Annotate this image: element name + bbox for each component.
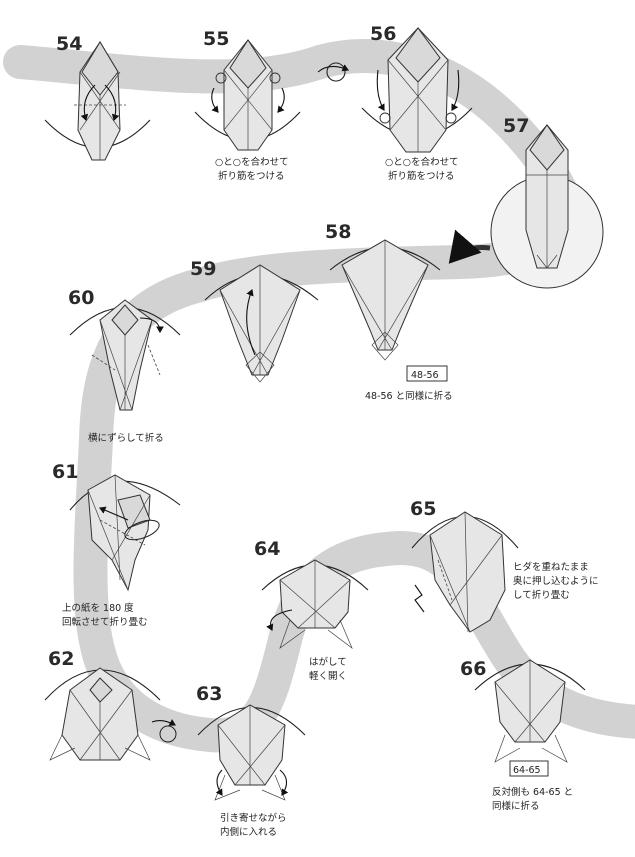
step-number-62: 62	[48, 648, 74, 670]
step-59	[204, 264, 319, 383]
note-61-line2: 回転させて折り畳む	[62, 616, 148, 628]
ref-box-66-label: 64-65	[513, 765, 541, 776]
rotate-icon-2	[151, 719, 177, 743]
ref-box-58-label: 48-56	[411, 370, 439, 381]
note-56-line2: 折り筋をつける	[388, 170, 455, 182]
note-56-line1: ○と○を合わせて	[385, 156, 459, 168]
step-number-64: 64	[254, 538, 280, 560]
step-number-56: 56	[370, 23, 396, 45]
step-number-66: 66	[460, 658, 486, 680]
step-number-57: 57	[503, 115, 529, 137]
step-61	[69, 474, 181, 592]
step-number-58: 58	[325, 221, 351, 243]
note-64-line2: 軽く開く	[309, 671, 347, 682]
step-number-59: 59	[190, 258, 216, 280]
note-55-line1: ○と○を合わせて	[215, 156, 289, 168]
step-62	[44, 667, 161, 761]
flow-arrow	[448, 229, 491, 264]
step-number-54: 54	[56, 33, 82, 55]
step-number-63: 63	[196, 683, 222, 705]
note-60: 横にずらして折る	[88, 432, 164, 444]
step-54	[44, 41, 151, 161]
ref-box-66: 64-65	[509, 760, 549, 777]
note-63-line2: 内側に入れる	[220, 826, 277, 838]
note-65-line1: ヒダを重ねたまま	[513, 561, 589, 573]
step-66	[474, 659, 586, 763]
step-60	[69, 299, 181, 411]
rotate-icon	[317, 62, 350, 82]
step-number-65: 65	[410, 498, 436, 520]
note-63-line1: 引き寄せながら	[220, 812, 287, 824]
step-55	[194, 39, 301, 151]
note-66-line1: 反対側も 64-65 と	[492, 786, 573, 798]
note-66-line2: 同様に折る	[492, 800, 540, 812]
note-58: 48-56 と同様に折る	[365, 390, 453, 402]
note-65-line2: 奥に押し込むように	[513, 575, 599, 587]
step-58	[329, 239, 441, 361]
step-57	[525, 124, 569, 269]
note-61-line1: 上の紙を 180 度	[62, 602, 134, 614]
note-65-line3: して折り畳む	[513, 589, 570, 601]
step-63	[197, 704, 306, 801]
step-56	[361, 27, 473, 153]
ref-box-58: 48-56	[406, 365, 448, 382]
step-number-55: 55	[203, 28, 229, 50]
step-65	[411, 511, 519, 633]
step-number-60: 60	[68, 287, 94, 309]
step-number-61: 61	[52, 461, 78, 483]
note-55-line2: 折り筋をつける	[218, 170, 285, 182]
step-64	[261, 559, 369, 650]
note-64-line1: はがして	[309, 656, 347, 668]
